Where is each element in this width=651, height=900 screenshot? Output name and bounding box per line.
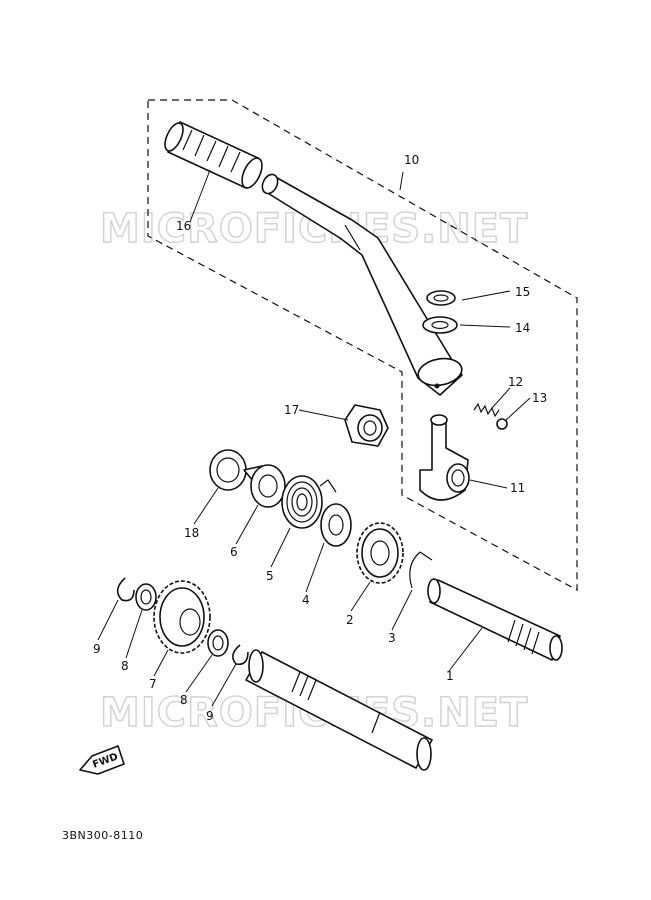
circlip-left-part [116,577,135,602]
callout-17: 17 [284,403,299,417]
torsion-spring-part [281,475,337,529]
callout-8-left: 8 [121,659,129,673]
detent-ball-part [496,418,508,430]
circlip-right-part [232,644,249,666]
callout-5: 5 [266,569,274,583]
spring-guide-part [243,464,287,508]
idle-gear-part [153,580,211,654]
kick-boss-part [419,414,470,501]
callout-8-right: 8 [180,693,188,707]
callout-9-left: 9 [93,642,101,656]
callout-16: 16 [176,219,191,233]
kick-crank-lever-part [261,173,463,396]
callout-1: 1 [446,669,454,683]
drawing-code: 3BN300-8110 [62,829,143,842]
callout-3: 3 [388,631,396,645]
callout-9-right: 9 [206,709,214,723]
callout-13: 13 [532,391,547,405]
kick-gear-part [356,522,404,584]
washer-left-part [135,583,157,611]
washer-right-part [207,629,229,657]
assembly-boundary [147,99,578,592]
detent-spring-part [473,402,500,418]
washer-part [422,316,458,334]
callout-15: 15 [515,285,530,299]
callout-14: 14 [515,321,530,335]
kick-axle-part [427,578,563,661]
callout-11: 11 [510,481,525,495]
callout-12: 12 [508,375,523,389]
kick-grip-part [164,121,263,189]
callout-18: 18 [184,526,199,540]
main-shaft-part [245,649,433,771]
oil-seal-part [209,449,247,491]
callout-10: 10 [404,153,419,167]
callout-6: 6 [230,545,238,559]
circlip-part [426,290,456,306]
kick-clip-part [409,551,433,589]
plain-washer-part [320,503,352,547]
collar-part [344,404,389,447]
callout-7: 7 [149,677,157,691]
callout-4: 4 [302,593,310,607]
forward-arrow-icon: FWD [79,745,125,775]
callout-2: 2 [346,613,354,627]
